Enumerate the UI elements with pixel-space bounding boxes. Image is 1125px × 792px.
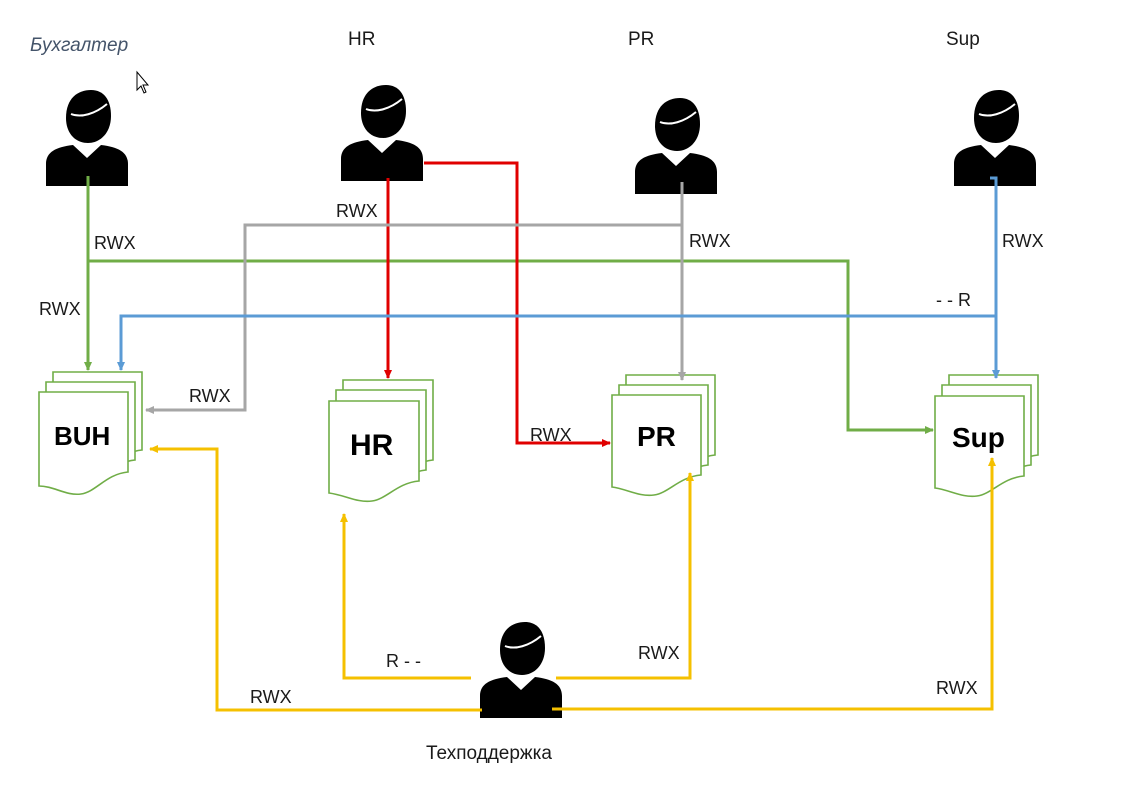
edge-support-to-pr [556,472,694,680]
perm-label-hr-to-hr: RWX [336,201,378,221]
person-icon [954,90,1036,186]
document-stack-icon [328,379,434,503]
perm-label-pr-to-buh: RWX [189,386,231,406]
document-stack-icon [934,374,1039,498]
document-stack-icon [611,374,716,497]
perm-label-hr-to-pr: RWX [530,425,572,445]
edge-support-to-hr [340,513,471,680]
edge-support-to-buh [149,445,482,712]
edge-sup-to-sup [990,176,1000,379]
edge-buh-to-sup [88,259,934,434]
perm-label-support-to-sup: RWX [936,678,978,698]
resource-label-hr: HR [350,429,394,462]
edge-support-to-sup [552,457,996,711]
person-icon [46,90,128,186]
person-icon [635,98,717,194]
perm-label-support-to-buh: RWX [250,687,292,707]
perm-label-support-to-pr: RWX [638,643,680,663]
user-label-buh: Бухгалтер [30,35,128,56]
edge-sup-to-buh [117,314,996,371]
user-label-support: Техподдержка [426,743,552,764]
person-icon [341,85,423,181]
resource-label-sup: Sup [952,422,1005,453]
resource-label-pr: PR [637,421,676,452]
person-icon [480,622,562,718]
edge-hr-to-pr [424,161,611,447]
user-label-sup: Sup [946,29,980,50]
perm-label-support-to-hr: R - - [386,651,421,671]
perm-label-sup-to-sup: RWX [1002,231,1044,251]
document-stack-icon [38,371,143,496]
perm-label-pr-to-pr: RWX [689,231,731,251]
perm-label-sup-to-buh: - - R [936,290,971,310]
perm-label-buh-to-buh: RWX [39,299,81,319]
user-label-pr: PR [628,29,654,50]
perm-label-buh-to-sup: RWX [94,233,136,253]
mouse-pointer-icon [136,70,150,94]
user-label-hr: HR [348,29,375,50]
resource-label-buh: BUH [54,421,110,451]
